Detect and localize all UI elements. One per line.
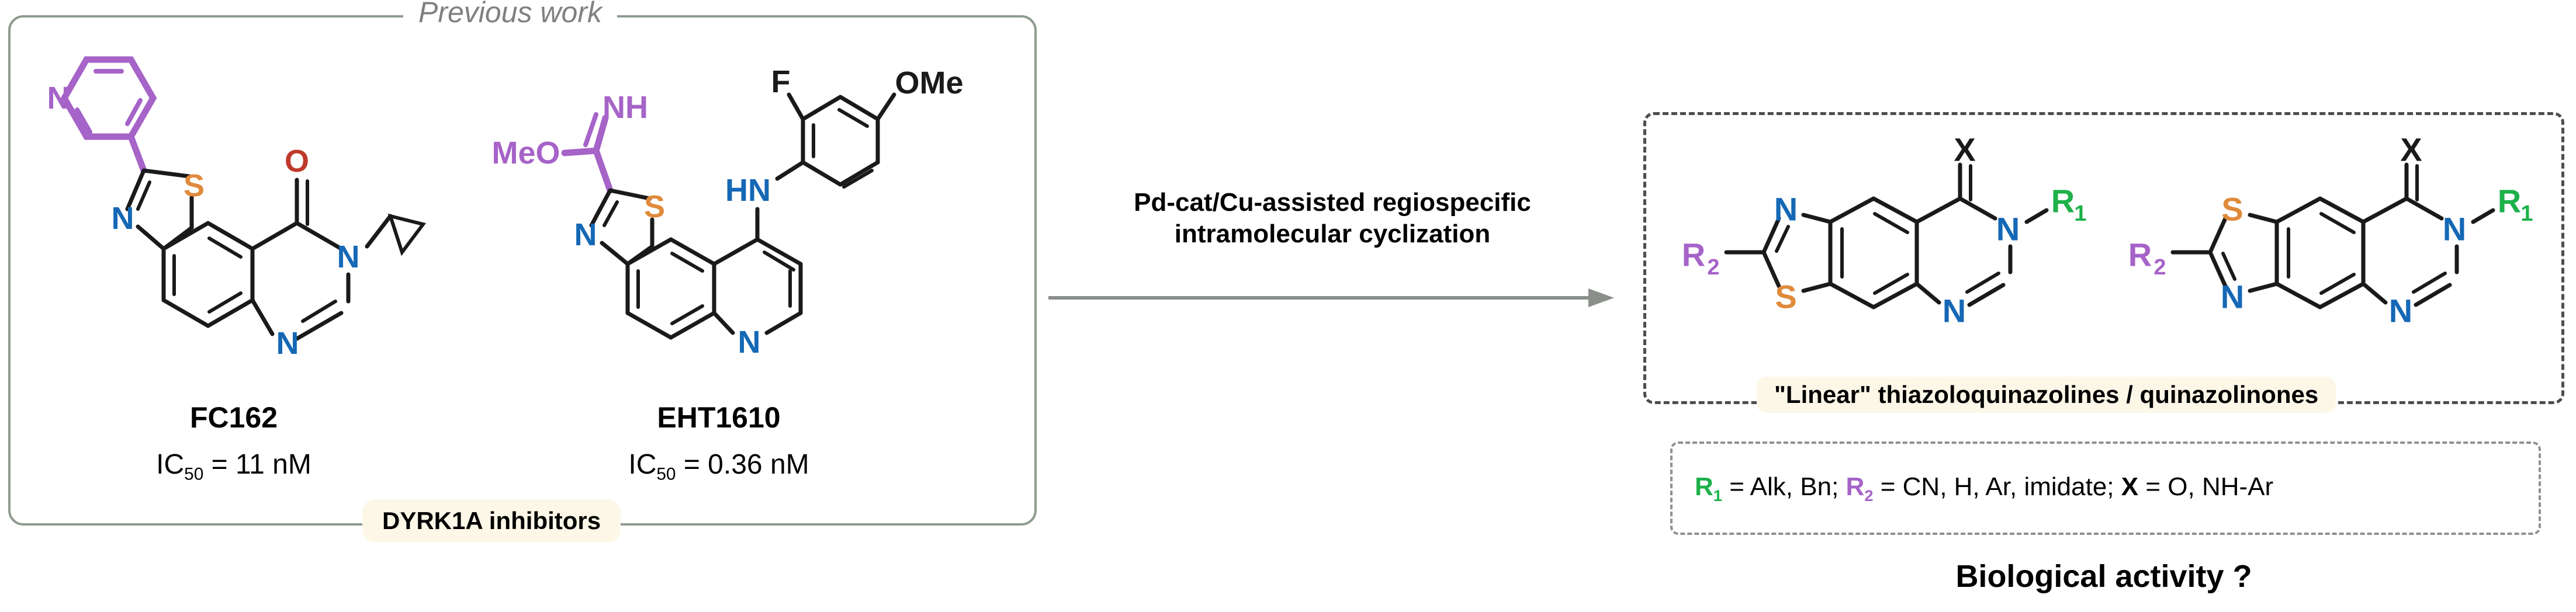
dyrk1a-inhibitors-badge: DYRK1A inhibitors <box>362 499 621 543</box>
svg-text:R: R <box>1682 237 1705 273</box>
compound-ic50-fc162: IC50 = 11 nM <box>70 451 397 483</box>
ic50-value: = 11 nM <box>211 449 311 480</box>
r-group-legend-box <box>1670 441 2541 535</box>
reaction-arrow-block: Pd-cat/Cu-assisted regiospecific intramo… <box>1046 187 1619 339</box>
svg-text:R: R <box>2128 237 2152 273</box>
reaction-conditions-caption: Pd-cat/Cu-assisted regiospecific intramo… <box>1046 187 1619 249</box>
x-values: = O, NH-Ar <box>2145 472 2274 501</box>
svg-text:N: N <box>2389 293 2412 329</box>
svg-text:OMe: OMe <box>895 65 963 100</box>
structure-eht1610: MeO NH S N N HN F OMe <box>485 64 988 397</box>
r2-values: = CN, H, Ar, imidate; <box>1880 472 2114 501</box>
svg-text:S: S <box>644 189 665 224</box>
structure-linear-isomer-a: R 2 N S X N R 1 N <box>1670 131 2087 374</box>
arrow-icon <box>1046 286 1619 310</box>
svg-text:N: N <box>1996 211 2020 248</box>
ic50-prefix: IC <box>628 449 657 480</box>
ic50-value: = 0.36 nM <box>683 449 809 480</box>
svg-text:S: S <box>183 168 205 203</box>
svg-text:1: 1 <box>2520 201 2533 226</box>
structure-linear-isomer-b: R 2 S N X N R 1 N <box>2117 131 2533 374</box>
x-label: X <box>2121 472 2139 501</box>
svg-text:N: N <box>574 217 597 252</box>
svg-text:NH: NH <box>603 90 648 125</box>
ic50-subscript: 50 <box>656 464 676 484</box>
svg-text:S: S <box>2221 191 2243 228</box>
structure-fc162: N S N O N N <box>23 23 468 385</box>
svg-text:X: X <box>2400 131 2422 168</box>
svg-text:N: N <box>47 81 70 116</box>
svg-text:N: N <box>1774 191 1798 228</box>
svg-text:N: N <box>738 325 761 360</box>
r1-label: R <box>1695 472 1713 501</box>
svg-text:N: N <box>2221 279 2244 315</box>
svg-text:HN: HN <box>725 173 771 208</box>
svg-text:2: 2 <box>2153 255 2166 280</box>
svg-text:R: R <box>2498 183 2521 220</box>
compound-name-fc162: FC162 <box>189 401 278 434</box>
r1-subscript: 1 <box>1713 486 1722 505</box>
compound-ic50-eht1610: IC50 = 0.36 nM <box>555 451 882 483</box>
products-label: "Linear" thiazoloquinazolines / quinazol… <box>1757 377 2336 413</box>
reaction-conditions-line1: Pd-cat/Cu-assisted regiospecific <box>1134 188 1531 217</box>
svg-text:1: 1 <box>2074 201 2086 226</box>
svg-text:F: F <box>771 64 791 99</box>
biological-activity-question: Biological activity ? <box>1955 559 2252 594</box>
reaction-conditions-line2: intramolecular cyclization <box>1174 219 1491 248</box>
svg-text:N: N <box>1943 293 1966 329</box>
svg-text:N: N <box>337 239 360 274</box>
compound-name-eht1610: EHT1610 <box>657 401 781 434</box>
ic50-prefix: IC <box>156 449 185 480</box>
svg-text:MeO: MeO <box>491 135 560 171</box>
svg-text:X: X <box>1954 131 1975 168</box>
svg-text:N: N <box>112 201 134 236</box>
r2-label: R <box>1846 472 1865 501</box>
svg-text:O: O <box>285 144 309 179</box>
r2-subscript: 2 <box>1864 486 1874 505</box>
svg-text:N: N <box>276 326 299 361</box>
r1-values: = Alk, Bn; <box>1729 472 1839 501</box>
previous-work-panel <box>8 15 1037 526</box>
previous-work-title: Previous work <box>403 0 617 27</box>
svg-text:N: N <box>2443 211 2466 248</box>
svg-text:R: R <box>2051 183 2075 220</box>
ic50-subscript: 50 <box>184 464 204 484</box>
svg-text:2: 2 <box>1707 255 1719 280</box>
svg-text:S: S <box>1775 279 1796 315</box>
r-group-legend-text: R1 = Alk, Bn; R2 = CN, H, Ar, imidate; X… <box>1695 474 2525 503</box>
